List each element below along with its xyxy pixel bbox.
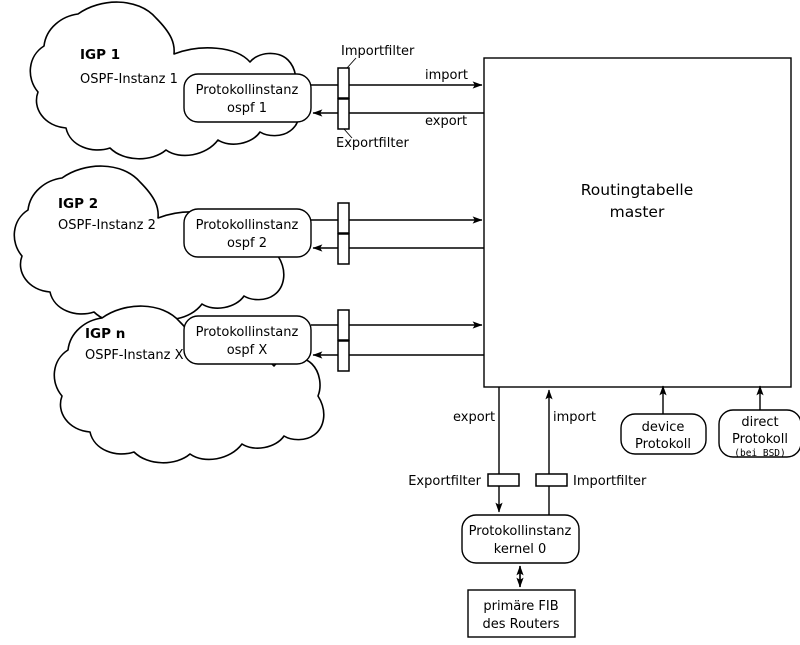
direct-protocol-box: [718, 409, 800, 458]
routing-table-title-line1: Routingtabelle: [581, 181, 694, 199]
fib-line2: des Routers: [482, 617, 559, 632]
protocol-instance-kernel0: Protokollinstanz kernel 0: [461, 514, 580, 564]
import-filter-label-bottom: Importfilter: [573, 474, 647, 489]
import-filter-ospf1-leader: [346, 57, 357, 69]
protocol-instance-ospf1-box: [183, 73, 312, 123]
protocol-instance-ospf1-line2: ospf 1: [227, 101, 267, 116]
direct-protocol-line1: direct: [741, 415, 778, 430]
import-filter-ospf2[interactable]: [337, 202, 350, 234]
fib-line1: primäre FIB: [483, 599, 558, 614]
protocol-instance-ospfx-box: [183, 315, 312, 365]
cloud-igp2: IGP 2 OSPF-Instanz 2: [13, 165, 285, 324]
protocol-instance-ospfx-line1: Protokollinstanz: [196, 325, 299, 340]
direct-protocol-line3: (bei BSD): [734, 448, 785, 459]
import-label-row1: import: [425, 68, 468, 83]
import-filter-ospf1[interactable]: [337, 67, 350, 99]
cloud-igp2-subtitle: OSPF-Instanz 2: [58, 218, 156, 233]
protocol-instance-ospf2-line1: Protokollinstanz: [196, 218, 299, 233]
device-protocol: device Protokoll: [620, 413, 707, 455]
direct-protocol-line2: Protokoll: [732, 432, 788, 447]
device-protocol-line1: device: [642, 420, 685, 435]
import-filter-label-row1: Importfilter: [341, 44, 415, 59]
import-filter-kernel[interactable]: [535, 473, 568, 487]
protocol-instance-kernel0-line1: Protokollinstanz: [469, 524, 572, 539]
routing-table-title-line2: master: [610, 203, 665, 221]
cloud-igp2-title: IGP 2: [58, 196, 98, 212]
cloud-igpn-title: IGP n: [85, 326, 125, 342]
import-filter-ospfx[interactable]: [337, 309, 350, 341]
cloud-igp1-subtitle: OSPF-Instanz 1: [80, 72, 178, 87]
export-filter-label-bottom: Exportfilter: [408, 474, 481, 489]
export-filter-kernel[interactable]: [487, 473, 520, 487]
fib-box: primäre FIB des Routers: [467, 589, 576, 638]
export-filter-ospf1[interactable]: [337, 98, 350, 130]
export-filter-ospfx[interactable]: [337, 340, 350, 372]
protocol-instance-ospf1-line1: Protokollinstanz: [196, 83, 299, 98]
fib-box-rect: [467, 589, 576, 638]
protocol-instance-ospfx-line2: ospf X: [227, 343, 268, 358]
device-protocol-line2: Protokoll: [635, 437, 691, 452]
export-label-row1: export: [425, 114, 467, 129]
protocol-instance-kernel0-box: [461, 514, 580, 564]
protocol-instance-ospf2-box: [183, 208, 312, 258]
export-filter-ospf1-leader: [343, 128, 353, 139]
export-label-bottom: export: [453, 410, 495, 425]
direct-protocol: direct Protokoll (bei BSD): [718, 409, 800, 459]
cloud-igp1-title: IGP 1: [80, 47, 120, 63]
routing-table-master: Routingtabelle master: [483, 57, 792, 388]
export-filter-ospf2[interactable]: [337, 233, 350, 265]
protocol-instance-kernel0-line2: kernel 0: [494, 542, 546, 557]
cloud-igpn-subtitle: OSPF-Instanz X: [85, 348, 184, 363]
protocol-instance-ospf2: Protokollinstanz ospf 2: [183, 208, 312, 258]
cloud-igp2-shape: [13, 165, 285, 324]
export-filter-label-row1: Exportfilter: [336, 136, 409, 151]
import-label-bottom: import: [553, 410, 596, 425]
protocol-instance-ospfx: Protokollinstanz ospf X: [183, 315, 312, 365]
protocol-instance-ospf1: Protokollinstanz ospf 1: [183, 73, 312, 123]
protocol-instance-ospf2-line2: ospf 2: [227, 236, 267, 251]
device-protocol-box: [620, 413, 707, 455]
routing-table-master-box: [483, 57, 792, 388]
